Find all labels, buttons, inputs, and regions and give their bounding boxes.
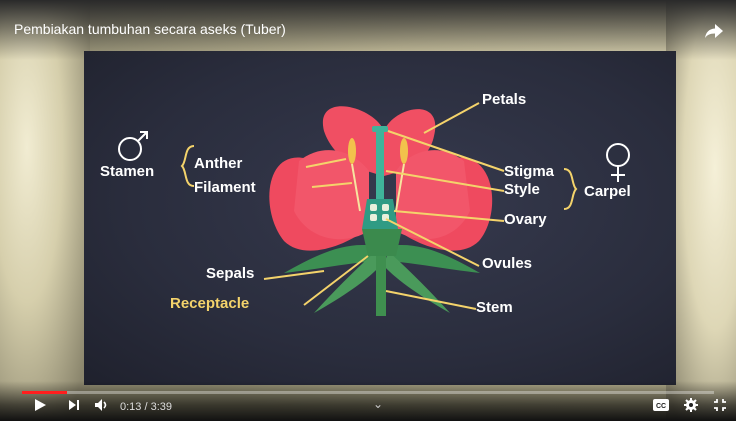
- progress-fill: [22, 391, 67, 394]
- label-petals: Petals: [482, 91, 526, 108]
- label-sepals: Sepals: [206, 265, 254, 282]
- exit-fullscreen-button[interactable]: [711, 395, 729, 415]
- video-frame-slide: Stamen Anther Filament Petals Stigma Sty…: [84, 51, 676, 385]
- exit-fullscreen-icon: [713, 398, 727, 412]
- label-ovary: Ovary: [504, 211, 547, 228]
- play-button[interactable]: [30, 395, 50, 415]
- next-button[interactable]: [64, 395, 84, 415]
- play-icon: [33, 398, 47, 412]
- captions-button[interactable]: CC: [652, 395, 670, 415]
- progress-bar[interactable]: [22, 391, 714, 394]
- volume-icon: [94, 398, 110, 412]
- svg-text:CC: CC: [656, 403, 666, 410]
- cc-icon: CC: [653, 399, 669, 411]
- share-icon[interactable]: [704, 22, 724, 40]
- label-ovules: Ovules: [482, 255, 532, 272]
- player-controls: 0:13 / 3:39 ⌄ CC: [0, 381, 736, 421]
- video-background-right: [666, 0, 736, 421]
- label-style: Style: [504, 181, 540, 198]
- volume-button[interactable]: [92, 395, 112, 415]
- label-stem: Stem: [476, 299, 513, 316]
- label-filament: Filament: [194, 179, 256, 196]
- video-title[interactable]: Pembiakan tumbuhan secara aseks (Tuber): [14, 21, 286, 37]
- video-top-bar: Pembiakan tumbuhan secara aseks (Tuber): [0, 0, 736, 60]
- chevron-down-icon[interactable]: ⌄: [373, 397, 383, 411]
- settings-button[interactable]: [682, 395, 700, 415]
- next-icon: [67, 398, 81, 412]
- time-display: 0:13 / 3:39: [120, 401, 172, 413]
- label-stamen: Stamen: [100, 163, 154, 180]
- stem-shape: [376, 256, 386, 316]
- label-stigma: Stigma: [504, 163, 554, 180]
- settings-icon: [684, 398, 698, 412]
- label-anther: Anther: [194, 155, 242, 172]
- video-background-left: [0, 0, 90, 421]
- flower-diagram: [84, 51, 676, 385]
- label-receptacle: Receptacle: [170, 295, 249, 312]
- label-carpel: Carpel: [584, 183, 631, 200]
